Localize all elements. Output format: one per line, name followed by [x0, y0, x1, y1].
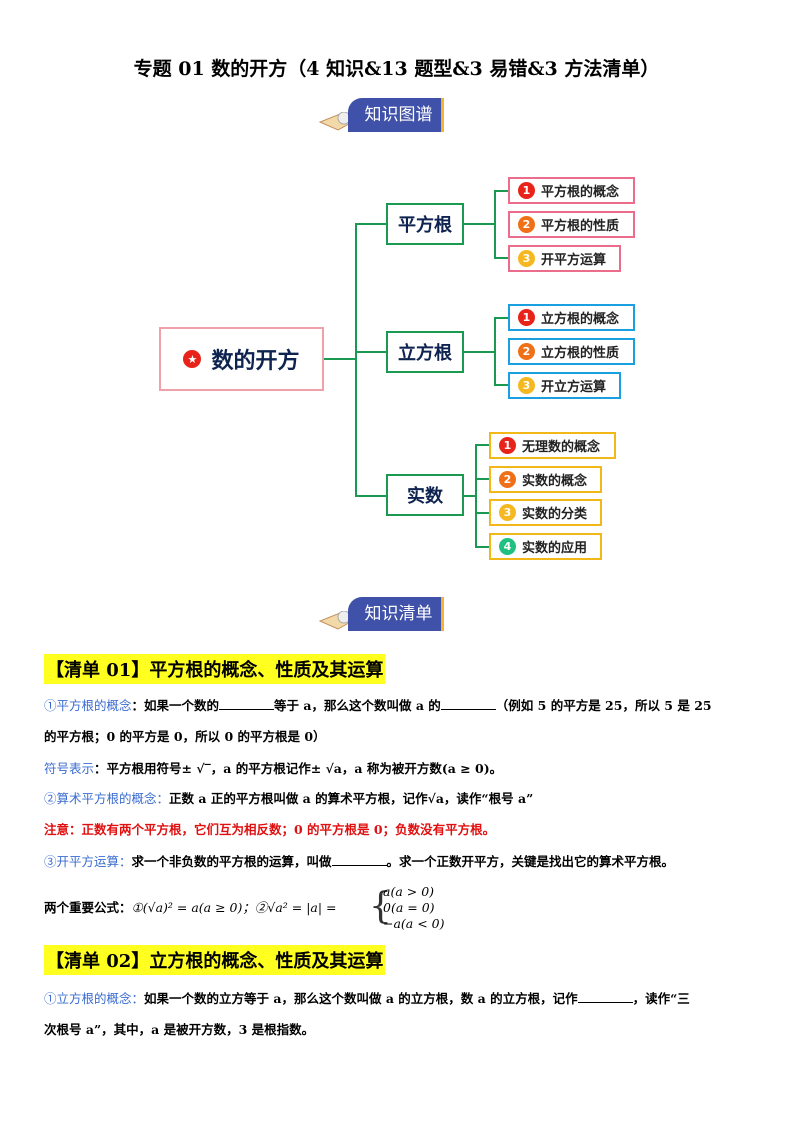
connector	[355, 495, 386, 497]
leaf-item: 2 平方根的性质	[508, 211, 635, 238]
banner-label: 知识清单	[348, 597, 444, 631]
cases: a(a > 0) 0(a = 0) −a(a < 0)	[383, 884, 445, 932]
root-label: 数的开方	[211, 349, 300, 374]
leaf-label: 实数的应用	[522, 541, 588, 556]
text: 正数 a 正的平方根叫做 a 的算术平方根，记作√a，读作“根号 a”	[169, 791, 534, 806]
term-label: ②算术平方根的概念：	[44, 791, 170, 806]
text: ：平方根用符号± √‾，a 的平方根记作± √a，a 称为被开方数(a ≥ 0)…	[94, 761, 503, 776]
number-badge-icon: 4	[499, 538, 516, 555]
text: 。求一个正数开平方，关键是找出它的算术平方根。	[386, 854, 675, 869]
connector	[475, 546, 489, 548]
number-badge-icon: 2	[518, 216, 535, 233]
blank	[440, 697, 496, 710]
paragraph: 次根号 a”，其中，a 是被开方数，3 是根指数。	[44, 1022, 315, 1037]
branch-square-root: 平方根	[386, 203, 464, 245]
leaf-item: 1 无理数的概念	[489, 432, 616, 459]
leaf-label: 实数的概念	[522, 474, 588, 489]
connector	[324, 358, 356, 360]
number-badge-icon: 2	[499, 471, 516, 488]
text: （例如 5 的平方是 25，所以 5 是 25	[495, 698, 712, 713]
formula: ①(√a)² = a(a ≥ 0)；②√a² = |a| =	[131, 900, 337, 915]
leaf-item: 1 立方根的概念	[508, 304, 635, 331]
case: 0(a = 0)	[383, 900, 435, 915]
leaf-item: 3 实数的分类	[489, 499, 602, 526]
paragraph: ③开平方运算：求一个非负数的平方根的运算，叫做 。求一个正数开平方，关键是找出它的…	[44, 853, 754, 870]
number-badge-icon: 2	[518, 343, 535, 360]
leaf-item: 2 立方根的性质	[508, 338, 635, 365]
paragraph: 的平方根；0 的平方是 0，所以 0 的平方根是 0）	[44, 729, 326, 744]
connector	[464, 223, 495, 225]
term-label: ①平方根的概念	[44, 698, 132, 713]
brace: {	[369, 886, 392, 927]
connector	[464, 351, 495, 353]
connector	[494, 317, 508, 319]
connector	[464, 495, 476, 497]
text: ，读作“三	[632, 991, 690, 1006]
leaf-label: 平方根的性质	[541, 219, 620, 234]
blank	[577, 990, 633, 1003]
leaf-label: 实数的分类	[522, 507, 588, 522]
connector	[494, 190, 508, 192]
book-icon	[318, 112, 358, 131]
leaf-item: 3 开平方运算	[508, 245, 621, 272]
banner-label: 知识图谱	[348, 98, 444, 132]
term-label: ①立方根的概念：	[44, 991, 145, 1006]
case: a(a > 0)	[383, 884, 435, 899]
leaf-label: 平方根的概念	[541, 185, 620, 200]
paragraph: ①立方根的概念：如果一个数的立方等于 a，那么这个数叫做 a 的立方根，数 a …	[44, 990, 754, 1007]
connector	[475, 444, 489, 446]
number-badge-icon: 3	[518, 250, 535, 267]
text: 如果一个数的立方等于 a，那么这个数叫做 a 的立方根，数 a 的立方根，记作	[144, 991, 578, 1006]
branch-cube-root: 立方根	[386, 331, 464, 373]
section-heading-1: 【清单 01】平方根的概念、性质及其运算	[44, 654, 386, 684]
section-heading-2: 【清单 02】立方根的概念、性质及其运算	[44, 945, 386, 975]
number-badge-icon: 1	[499, 437, 516, 454]
term-label: 符号表示	[44, 761, 95, 776]
branch-real-numbers: 实数	[386, 474, 464, 516]
paragraph: 符号表示：平方根用符号± √‾，a 的平方根记作± √a，a 称为被开方数(a …	[44, 761, 754, 777]
leaf-label: 开平方运算	[541, 253, 607, 268]
star-icon: ★	[183, 350, 202, 368]
blank	[331, 853, 387, 866]
leaf-label: 立方根的性质	[541, 346, 620, 361]
leaf-item: 3 开立方运算	[508, 372, 621, 399]
banner-knowledge-map: 知识图谱	[318, 98, 446, 134]
text: 等于 a，那么这个数叫做 a 的	[274, 698, 441, 713]
page-title: 专题 01 数的开方（4 知识&13 题型&3 易错&3 方法清单）	[133, 58, 660, 80]
paragraph: ①平方根的概念：如果一个数的 等于 a，那么这个数叫做 a 的 （例如 5 的平方是…	[44, 697, 754, 714]
paragraph: ②算术平方根的概念：正数 a 正的平方根叫做 a 的算术平方根，记作√a，读作“…	[44, 791, 754, 807]
connector	[494, 317, 496, 386]
leaf-label: 开立方运算	[541, 380, 607, 395]
connector	[494, 384, 508, 386]
blank	[219, 697, 275, 710]
connector	[494, 257, 508, 259]
term-label: ③开平方运算：	[44, 854, 132, 869]
leaf-label: 无理数的概念	[522, 440, 601, 455]
case: −a(a < 0)	[383, 916, 445, 931]
connector	[355, 351, 386, 353]
connector	[475, 444, 477, 547]
note: 注意：正数有两个平方根，它们互为相反数；0 的平方根是 0；负数没有平方根。	[44, 822, 496, 837]
banner-knowledge-list: 知识清单	[318, 597, 446, 633]
leaf-item: 1 平方根的概念	[508, 177, 635, 204]
connector	[494, 190, 496, 259]
connector	[355, 223, 386, 225]
connector	[475, 478, 489, 480]
leaf-item: 4 实数的应用	[489, 533, 602, 560]
text: 两个重要公式：	[44, 900, 132, 915]
connector	[355, 223, 357, 496]
number-badge-icon: 1	[518, 309, 535, 326]
text: 求一个非负数的平方根的运算，叫做	[131, 854, 332, 869]
number-badge-icon: 1	[518, 182, 535, 199]
mindmap-root: ★ 数的开方	[159, 327, 324, 391]
leaf-label: 立方根的概念	[541, 312, 620, 327]
number-badge-icon: 3	[499, 504, 516, 521]
number-badge-icon: 3	[518, 377, 535, 394]
leaf-item: 2 实数的概念	[489, 466, 602, 493]
formula-line: 两个重要公式：①(√a)² = a(a ≥ 0)；②√a² = |a| =	[44, 900, 337, 916]
connector	[475, 512, 489, 514]
text: ：如果一个数的	[131, 698, 220, 713]
